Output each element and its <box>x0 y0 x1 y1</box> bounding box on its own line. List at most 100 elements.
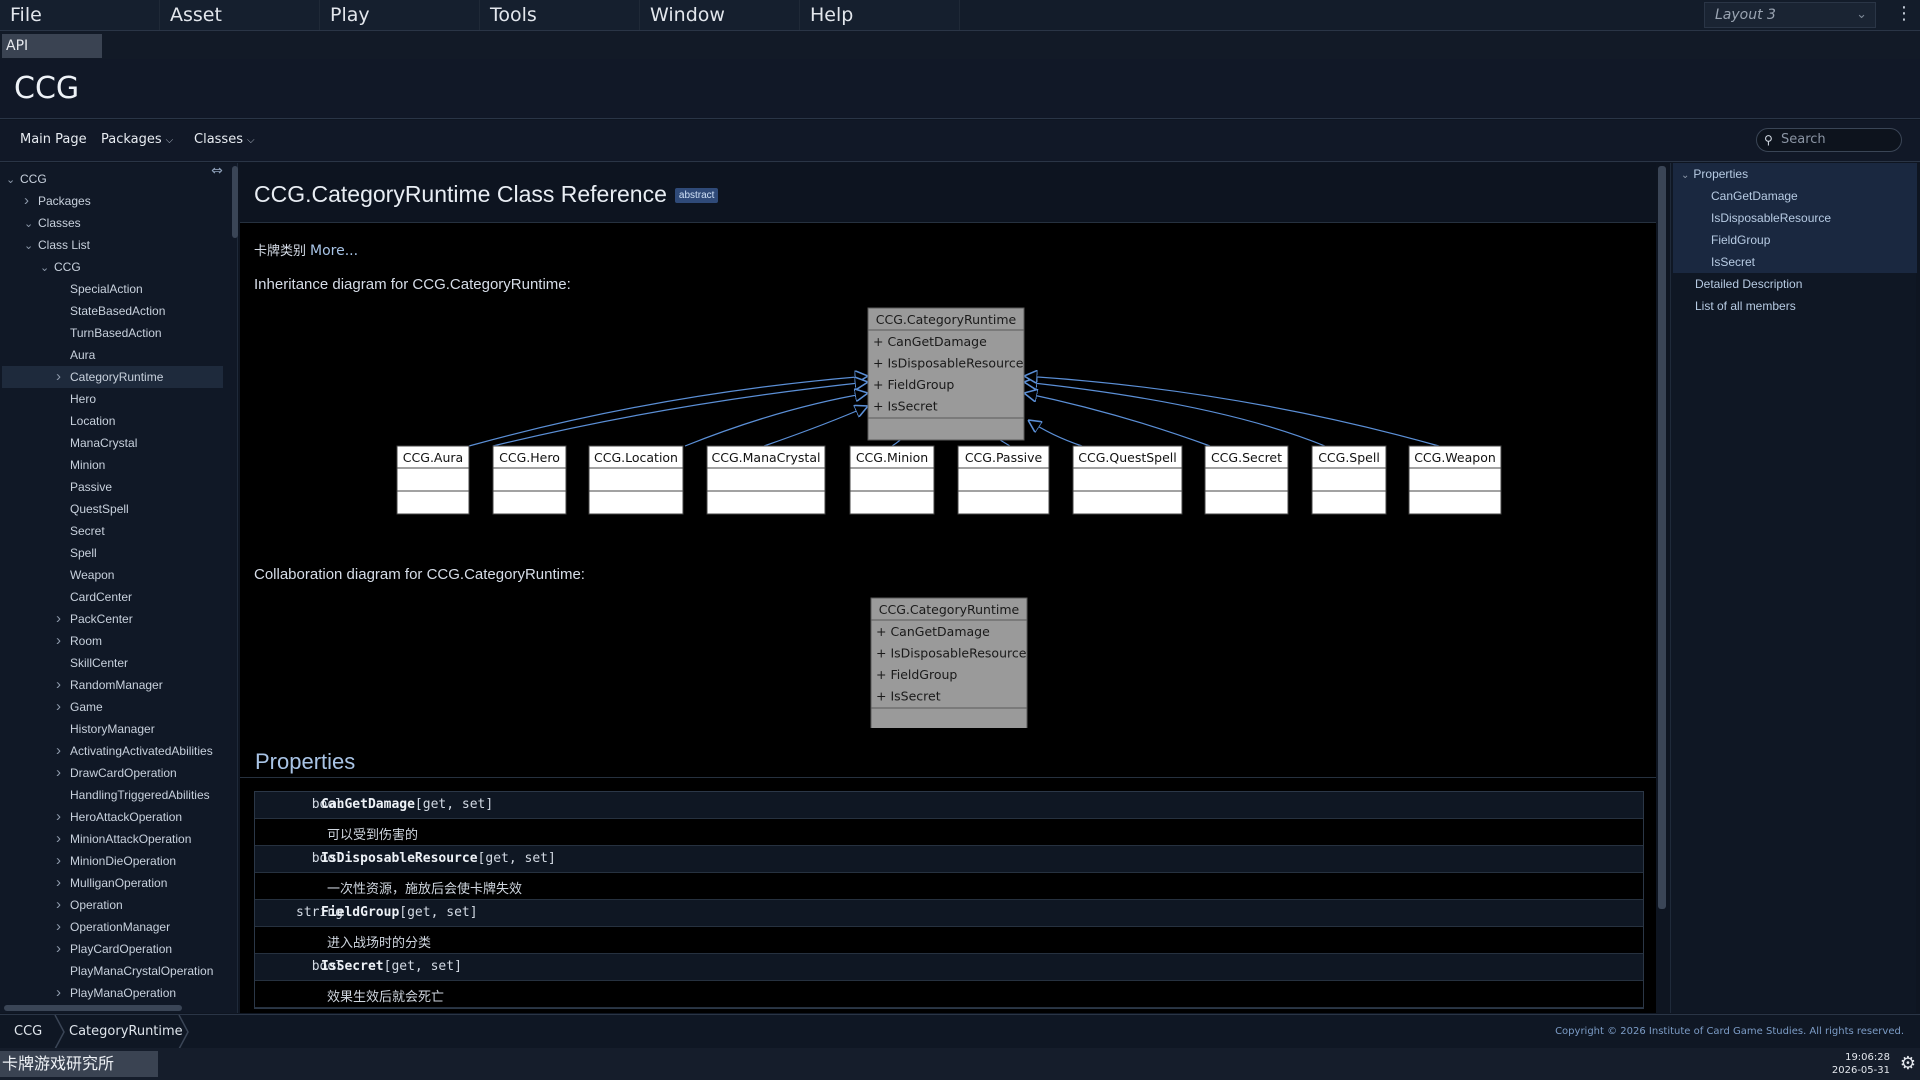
menu-window[interactable]: Window <box>640 0 800 30</box>
menu-play[interactable]: Play <box>320 0 480 30</box>
tree-item[interactable]: ›CategoryRuntime <box>2 366 223 388</box>
chevron-right-icon[interactable]: › <box>56 368 61 385</box>
chevron-right-icon[interactable]: › <box>56 830 61 847</box>
tree-item[interactable]: Weapon <box>0 564 114 586</box>
chevron-right-icon[interactable]: › <box>56 918 61 935</box>
more-link[interactable]: More... <box>310 243 359 259</box>
member-name[interactable]: CanGetDamage[get, set] <box>321 797 493 812</box>
tree-item[interactable]: SkillCenter <box>0 652 128 674</box>
tree-item[interactable]: ›MinionDieOperation <box>0 850 176 872</box>
base-class-box[interactable] <box>867 307 1025 441</box>
nav-main-page[interactable]: Main Page <box>20 132 87 147</box>
toc-item-fieldgroup[interactable]: FieldGroup <box>1711 233 1771 247</box>
breadcrumb-categoryruntime[interactable]: CategoryRuntime <box>69 1024 183 1039</box>
tree-item[interactable]: ›Operation <box>0 894 123 916</box>
sidebar-scrollbar[interactable] <box>232 166 238 238</box>
chevron-right-icon[interactable]: › <box>56 808 61 825</box>
member-name[interactable]: FieldGroup[get, set] <box>321 905 478 920</box>
chevron-right-icon[interactable]: › <box>56 940 61 957</box>
chevron-right-icon[interactable]: › <box>56 698 61 715</box>
chevron-right-icon[interactable]: › <box>56 742 61 759</box>
chevron-right-icon[interactable]: › <box>56 610 61 627</box>
tree-item[interactable]: ›MulliganOperation <box>0 872 167 894</box>
tree-item[interactable]: ⌄CCG <box>0 168 47 190</box>
derived-class-box[interactable] <box>396 445 470 515</box>
derived-class-box[interactable] <box>588 445 684 515</box>
tree-item[interactable]: CardCenter <box>0 586 132 608</box>
derived-class-box[interactable] <box>492 445 567 515</box>
toc-detailed-description[interactable]: Detailed Description <box>1695 277 1803 291</box>
sidebar-horizontal-scrollbar[interactable] <box>4 1005 182 1011</box>
search-input[interactable]: ⚲ Search <box>1756 128 1902 152</box>
main-scrollbar[interactable] <box>1658 166 1666 909</box>
member-name[interactable]: IsDisposableResource[get, set] <box>321 851 556 866</box>
tree-item[interactable]: Secret <box>0 520 105 542</box>
chevron-right-icon[interactable]: › <box>56 764 61 781</box>
tree-item[interactable]: ›DrawCardOperation <box>0 762 177 784</box>
tree-item[interactable]: ⌄CCG <box>0 256 81 278</box>
toc-item-isdisposableresource[interactable]: IsDisposableResource <box>1711 211 1832 225</box>
chevron-right-icon[interactable]: › <box>56 874 61 891</box>
derived-class-box[interactable] <box>1072 445 1183 515</box>
chevron-right-icon[interactable]: › <box>56 984 61 1001</box>
tree-item[interactable]: Aura <box>0 344 95 366</box>
toc-item-issecret[interactable]: IsSecret <box>1711 255 1756 269</box>
tree-item[interactable]: HandlingTriggeredAbilities <box>0 784 210 806</box>
menu-file[interactable]: File <box>0 0 160 30</box>
tree-item[interactable]: ›HeroAttackOperation <box>0 806 182 828</box>
nav-classes[interactable]: Classes⌵ <box>194 132 255 147</box>
tree-item[interactable]: ›MinionAttackOperation <box>0 828 191 850</box>
toc-item-cangetdamage[interactable]: CanGetDamage <box>1711 189 1798 203</box>
chevron-down-icon[interactable]: ⌄ <box>24 218 34 230</box>
chevron-right-icon[interactable]: › <box>56 896 61 913</box>
tree-item[interactable]: ›Game <box>0 696 103 718</box>
tree-item[interactable]: SpecialAction <box>0 278 143 300</box>
tree-item[interactable]: PlayManaCrystalOperation <box>0 960 213 982</box>
chevron-down-icon[interactable]: ⌄ <box>24 240 34 252</box>
chevron-right-icon[interactable]: › <box>24 192 29 209</box>
toc-all-members[interactable]: List of all members <box>1695 299 1796 313</box>
tree-item[interactable]: ›OperationManager <box>0 916 170 938</box>
derived-class-box[interactable] <box>706 445 826 515</box>
tree-item[interactable]: HistoryManager <box>0 718 155 740</box>
tree-item[interactable]: Location <box>0 410 115 432</box>
tree-item[interactable]: ›Room <box>0 630 102 652</box>
tree-item[interactable]: ⌄Class List <box>0 234 90 256</box>
tree-item[interactable]: ⌄Classes <box>0 212 81 234</box>
tree-item[interactable]: ›ActivatingActivatedAbilities <box>0 740 213 762</box>
member-name[interactable]: IsSecret[get, set] <box>321 959 462 974</box>
tree-item[interactable]: ›PackCenter <box>0 608 133 630</box>
tree-item[interactable]: ›PlayCardOperation <box>0 938 172 960</box>
derived-class-box[interactable] <box>957 445 1050 515</box>
tree-item[interactable]: ManaCrystal <box>0 432 137 454</box>
menu-asset[interactable]: Asset <box>160 0 320 30</box>
derived-class-box[interactable] <box>1311 445 1387 515</box>
tree-item[interactable]: ›PlayManaOperation <box>0 982 176 1004</box>
tree-item[interactable]: Minion <box>0 454 105 476</box>
derived-class-box[interactable] <box>849 445 935 515</box>
derived-class-box[interactable] <box>1408 445 1502 515</box>
chevron-down-icon[interactable]: ⌄ <box>40 262 50 274</box>
chevron-right-icon[interactable]: › <box>56 852 61 869</box>
menu-tools[interactable]: Tools <box>480 0 640 30</box>
chevron-down-icon[interactable]: ⌄ <box>6 174 16 186</box>
breadcrumb-ccg[interactable]: CCG <box>14 1024 43 1039</box>
sync-toggle-icon[interactable]: ⇔ <box>211 163 223 179</box>
more-options-icon[interactable]: ⋮ <box>1895 3 1913 24</box>
tree-item[interactable]: TurnBasedAction <box>0 322 162 344</box>
gear-icon[interactable]: ⚙ <box>1899 1053 1916 1074</box>
toc-properties[interactable]: ⌄Properties <box>1681 167 1748 181</box>
chevron-right-icon[interactable]: › <box>56 676 61 693</box>
tree-item[interactable]: Spell <box>0 542 97 564</box>
tree-item[interactable]: Passive <box>0 476 112 498</box>
nav-packages[interactable]: Packages⌵ <box>101 132 173 147</box>
tree-item[interactable]: ›RandomManager <box>0 674 163 696</box>
tree-item[interactable]: ›Packages <box>0 190 91 212</box>
tree-item[interactable]: QuestSpell <box>0 498 129 520</box>
tab-api[interactable]: API <box>2 34 102 58</box>
menu-help[interactable]: Help <box>800 0 960 30</box>
derived-class-box[interactable] <box>1204 445 1289 515</box>
app-label-button[interactable]: 卡牌游戏研究所 <box>0 1051 158 1077</box>
chevron-right-icon[interactable]: › <box>56 632 61 649</box>
tree-item[interactable]: StateBasedAction <box>0 300 165 322</box>
